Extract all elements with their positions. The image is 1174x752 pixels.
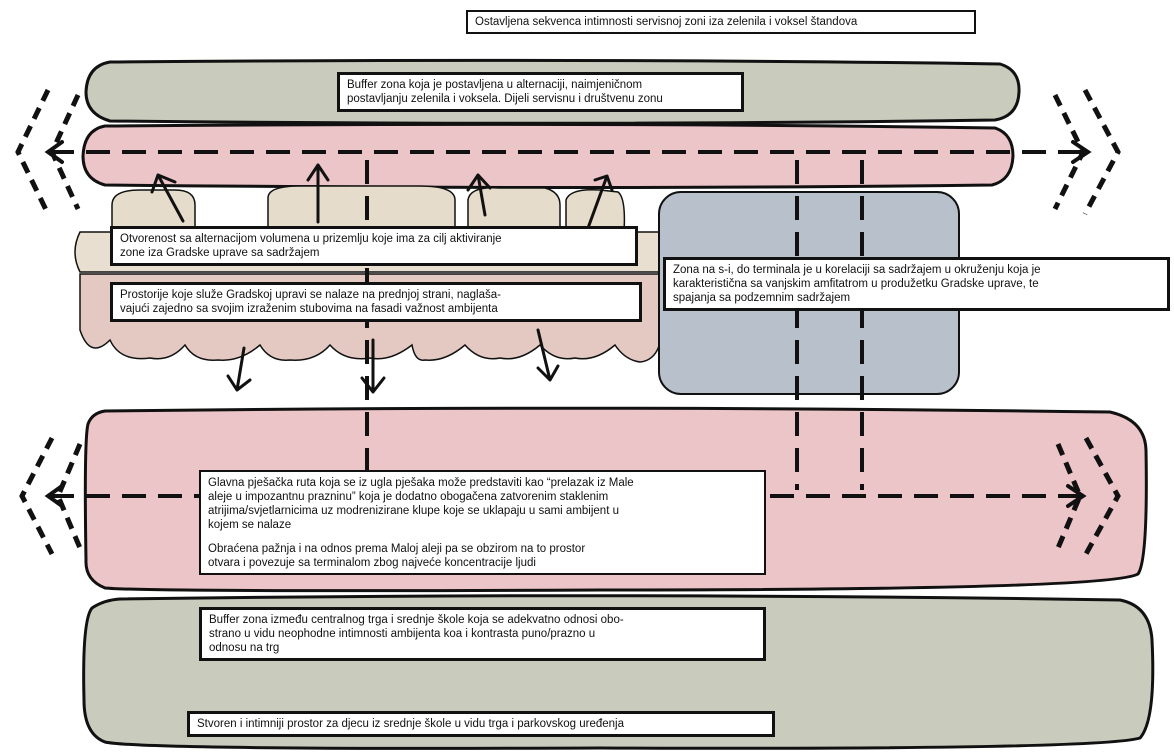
route-arrowheads bbox=[44, 140, 1092, 508]
note-school-square: Stvoren i intimniji prostor za djecu iz … bbox=[187, 711, 775, 737]
entry-chevrons bbox=[15, 88, 1121, 556]
note-city-hall-rooms: Prostorije koje služe Gradskoj upravi se… bbox=[110, 282, 642, 322]
note-buffer-bottom: Buffer zona između centralnog trga i sre… bbox=[199, 607, 766, 661]
service-band bbox=[81, 122, 1015, 189]
note-buffer-top: Buffer zona koja je postavljena u altern… bbox=[337, 72, 744, 112]
note-top-service-sequence: Ostavljena sekvenca intimnosti servisnoj… bbox=[466, 10, 976, 34]
note-openness: Otvorenost sa alternacijom volumena u pr… bbox=[110, 226, 638, 266]
direction-arrows bbox=[150, 163, 614, 394]
note-east-zone: Zona na s-i, do terminala je u korelacij… bbox=[663, 257, 1170, 311]
note-main-pedestrian-route: Glavna pješačka ruta koja se iz ugla pje… bbox=[199, 470, 766, 575]
